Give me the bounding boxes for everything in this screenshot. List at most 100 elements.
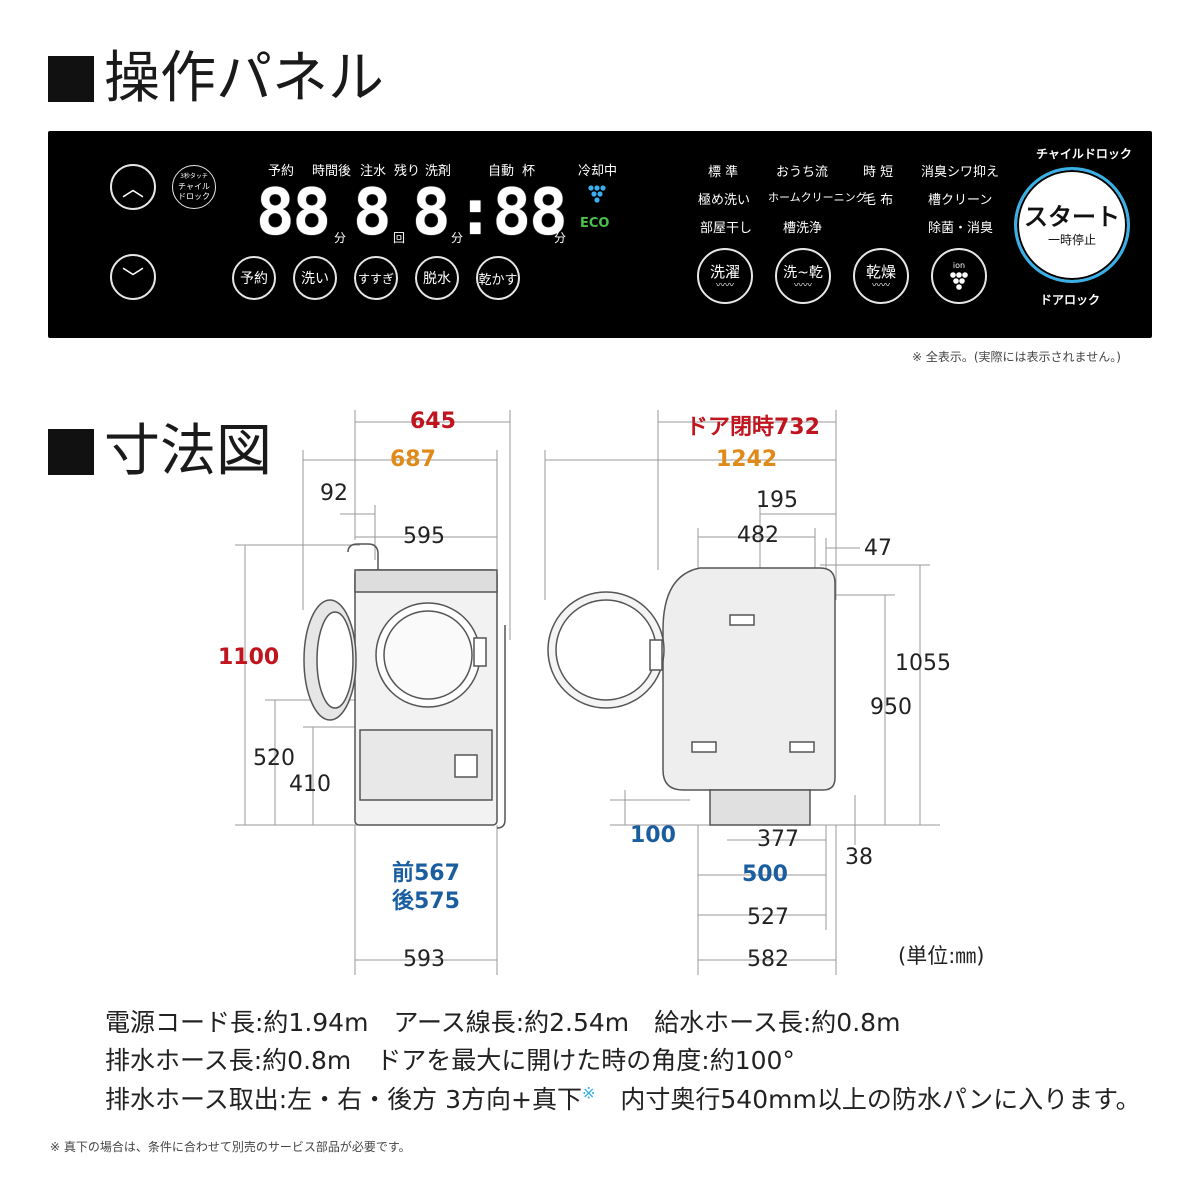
display-unit-4: 分 [554,231,567,245]
display-digits-4: :88 [456,176,568,250]
dim-527: 527 [747,905,789,930]
course-homecleaning[interactable]: ホームクリーニング [768,191,867,204]
pause-label: 一時停止 [1047,232,1096,247]
display-unit-1: 分 [334,231,347,245]
course-sosenjo[interactable]: 槽洗浄 [783,221,823,236]
control-panel: ︿ ﹀ 3秒タッチ チャイルドロック 予約 時間後 注水 残り 洗剤 自動 杯 … [48,131,1152,338]
course-moufu[interactable]: 毛 布 [863,193,894,208]
front-view-washer [303,543,506,829]
start-label: スタート [1024,202,1120,231]
down-arrow-button[interactable]: ﹀ [110,254,156,300]
dim-1242: 1242 [716,447,778,472]
grape-icon [950,272,968,290]
label-jido: 自動 [488,164,515,179]
title-square-icon [48,56,94,102]
spec-line-3-part-a: 排水ホース取出:左・右・後方 3方向+真下 [105,1085,582,1114]
dim-47: 47 [864,536,892,561]
spec-line-2: 排水ホース長:約0.8m ドアを最大に開けた時の角度:約100° [105,1046,795,1075]
childlock-label: チャイルドロック [178,182,210,201]
dry-short-button-label: 乾かす [478,272,518,288]
course-standard[interactable]: 標 準 [708,165,739,180]
dimension-drawing [235,410,940,975]
rinse-button[interactable]: すすぎ [354,256,398,300]
dim-377: 377 [757,827,799,852]
dims-section-title: 寸法図 [48,420,272,484]
reserve-button[interactable]: 予約 [232,256,276,300]
dim-front567: 前567 [392,861,460,886]
door-lock-label: ドアロック [1040,293,1101,307]
ion-button[interactable]: ion [931,248,987,304]
chevron-up-icon: ︿ [121,177,144,202]
chevron-down-icon: ﹀ [121,267,144,292]
childlock-touch-button[interactable]: 3秒タッチ チャイルドロック [172,165,216,209]
rinse-button-label: すすぎ [357,271,394,286]
childlock-top-label: チャイルドロック [1036,147,1132,161]
dim-645: 645 [410,409,456,434]
course-soclean[interactable]: 槽クリーン [928,193,993,208]
unit-note: (単位:㎜) [898,944,985,968]
grape-icon [588,185,606,203]
dim-door732: ドア閉時732 [686,415,820,440]
wave-icon: 〰〰 [793,280,812,291]
display-note: ※ 全表示。(実際には表示されません。) [912,350,1121,364]
reserve-button-label: 予約 [240,271,268,287]
display-unit-2: 回 [393,231,406,245]
up-arrow-button[interactable]: ︿ [110,164,156,210]
course-kiwame[interactable]: 極め洗い [698,193,751,208]
display-digits-3: 8 [412,176,451,250]
label-senzai: 洗剤 [425,164,452,179]
dim-593: 593 [403,947,445,972]
dim-92: 92 [320,481,348,506]
spin-button[interactable]: 脱水 [415,256,459,300]
label-yoyaku: 予約 [268,164,295,179]
dims-title-text: 寸法図 [104,419,272,484]
dim-100: 100 [630,823,676,848]
dim-520: 520 [253,746,295,771]
childlock-small-text: 3秒タッチ [180,173,208,180]
start-button[interactable]: スタート 一時停止 [1014,167,1130,283]
dim-687: 687 [390,447,436,472]
display-digits-2: 8 [353,176,392,250]
dim-500: 500 [742,862,788,887]
dimension-lines [235,410,940,975]
side-view-washer [547,567,836,826]
course-shoshu[interactable]: 消臭シワ抑え [921,165,1000,180]
panel-section-title: 操作パネル [48,47,384,111]
mode-wash-dry-label: 洗~乾 [783,264,823,281]
panel-title-text: 操作パネル [104,46,384,111]
label-nokori: 残り [394,164,421,179]
mode-wash-dry-button[interactable]: 洗~乾 〰〰 [775,248,831,304]
wave-icon: 〰〰 [871,281,890,291]
course-heyaboshi[interactable]: 部屋干し [700,221,753,236]
spin-button-label: 脱水 [423,271,451,287]
dim-410: 410 [289,772,331,797]
course-ouchi[interactable]: おうち流 [776,165,829,180]
eco-indicator: ECO [580,216,610,231]
title-square-icon [48,429,94,475]
spec-line-1: 電源コード長:約1.94m アース線長:約2.54m 給水ホース長:約0.8m [105,1008,901,1037]
label-reikyakuchu: 冷却中 [578,164,618,179]
dim-950: 950 [870,695,912,720]
course-jitan[interactable]: 時 短 [863,165,894,180]
course-jokin[interactable]: 除菌・消臭 [928,221,994,236]
mode-wash-button[interactable]: 洗濯 〰〰 [697,248,753,304]
dry-short-button[interactable]: 乾かす [476,256,520,300]
dim-1100: 1100 [218,645,280,670]
spec-line-3-part-b: 内寸奥行540mm以上の防水パンに入ります。 [595,1085,1141,1114]
ion-label: ion [952,261,966,270]
dim-1055: 1055 [895,651,951,676]
mode-dry-label: 乾燥 [865,263,896,281]
spec-line-3: 排水ホース取出:左・右・後方 3方向+真下※ 内寸奥行540mm以上の防水パンに… [105,1080,1141,1116]
dim-482: 482 [737,523,779,548]
wash-button-label: 洗い [301,271,329,287]
mode-wash-label: 洗濯 [709,263,740,281]
dim-595: 595 [403,524,445,549]
label-jikango: 時間後 [312,164,352,179]
display-digits-1: 88 [256,176,331,250]
dim-582: 582 [747,947,789,972]
dim-195: 195 [756,488,798,513]
wave-icon: 〰〰 [715,281,734,291]
wash-button[interactable]: 洗い [293,256,337,300]
mode-dry-button[interactable]: 乾燥 〰〰 [853,248,909,304]
dim-back575: 後575 [392,889,460,914]
